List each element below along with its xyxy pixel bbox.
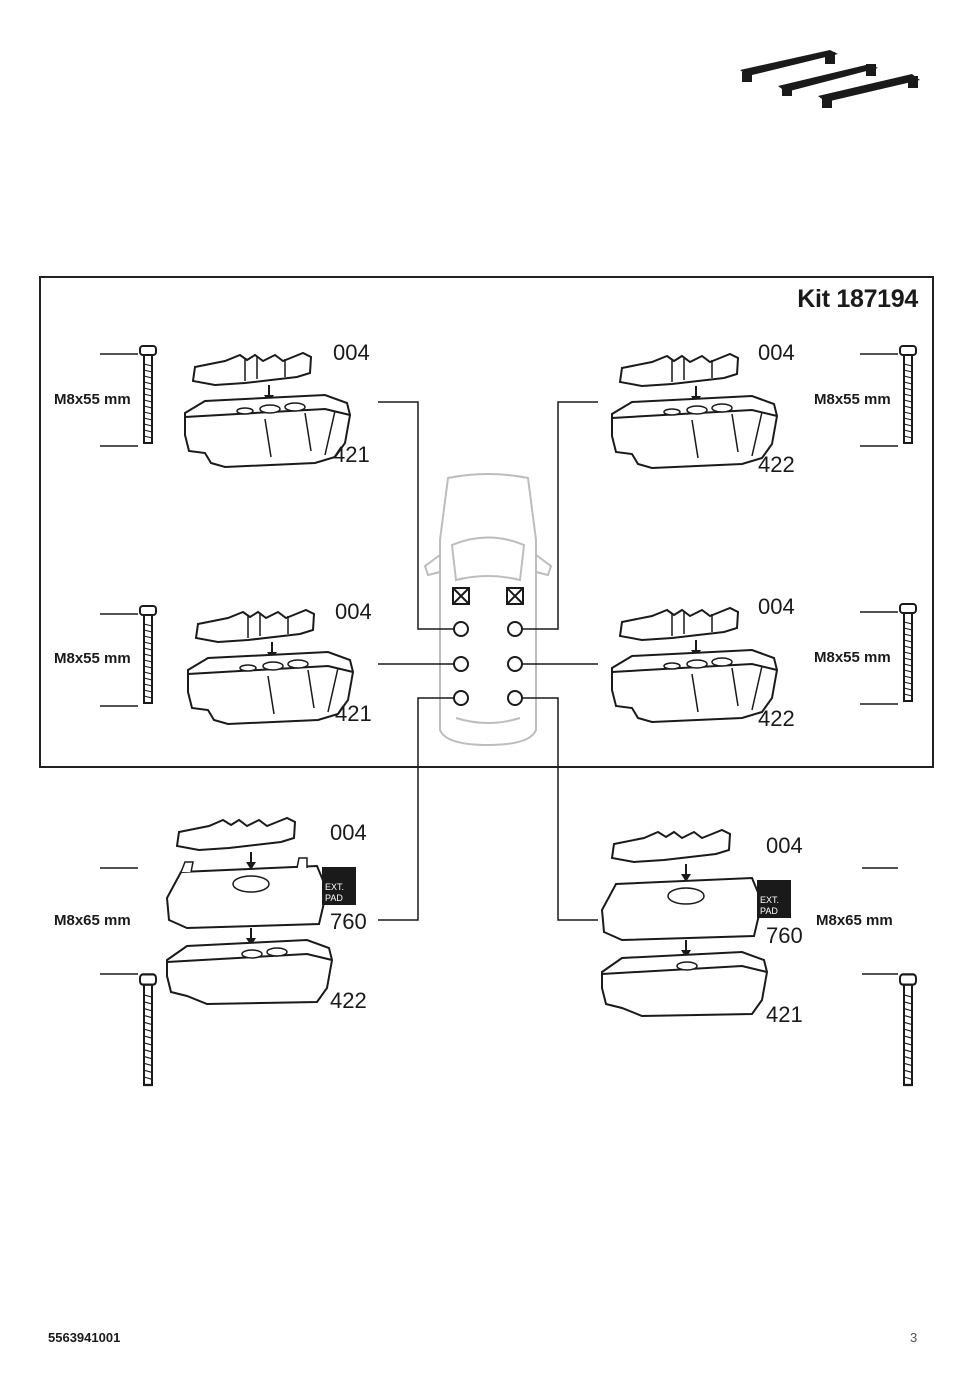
ext-pad-box-left — [322, 867, 356, 905]
foot-pack-front-right — [611, 353, 778, 469]
part-number-front-left-top: 004 — [333, 340, 370, 365]
part-number-mid-right-top: 004 — [758, 594, 795, 619]
part-number-mid-left-top: 004 — [335, 599, 372, 624]
crossed-positions — [452, 587, 524, 605]
ext-pad-box-right — [757, 880, 791, 918]
bolt-size-front-left: M8x55 mm — [54, 391, 131, 408]
part-number-rear-left-pad: 760 — [330, 909, 367, 934]
kit-title: Kit 187194 — [797, 285, 918, 313]
part-number-rear-right-pad: 760 — [766, 923, 803, 948]
part-number-mid-left-base: 421 — [335, 701, 372, 726]
bolt-front-right — [860, 345, 917, 447]
roof-rack-bars-icon — [740, 50, 920, 108]
ext-pad-label-left-line2: PAD — [325, 893, 343, 903]
kit-frame — [39, 276, 934, 768]
foot-pack-rear-left — [165, 816, 334, 1006]
part-number-rear-right-base: 421 — [766, 1002, 803, 1027]
ext-pad-label-left-line1: EXT. — [325, 882, 345, 892]
mount-points — [453, 621, 523, 706]
bolt-size-front-right: M8x55 mm — [814, 391, 891, 408]
bolt-mid-right — [860, 603, 917, 705]
bolt-size-mid-left: M8x55 mm — [54, 650, 131, 667]
ext-pad-label-right-line1: EXT. — [760, 895, 780, 905]
bolt-size-rear-right: M8x65 mm — [816, 912, 893, 929]
part-number-rear-right-top: 004 — [766, 833, 803, 858]
bolt-size-rear-left: M8x65 mm — [54, 912, 131, 929]
foot-pack-front-left — [184, 352, 351, 468]
bolt-mid-left — [100, 605, 157, 707]
bolt-rear-right — [862, 867, 918, 1087]
part-number-rear-left-base: 422 — [330, 988, 367, 1013]
car-top-view-icon — [423, 473, 553, 747]
bolt-rear-left — [100, 867, 158, 1087]
foot-pack-mid-left — [187, 609, 354, 725]
bolt-front-left — [100, 345, 157, 447]
ext-pad-label-right-line2: PAD — [760, 906, 778, 916]
part-number-rear-left-top: 004 — [330, 820, 367, 845]
document-number: 5563941001 — [48, 1330, 121, 1345]
foot-pack-rear-right — [600, 828, 769, 1018]
part-number-front-right-top: 004 — [758, 340, 795, 365]
leader-lines — [378, 401, 598, 921]
page-number: 3 — [910, 1330, 918, 1345]
part-number-mid-right-base: 422 — [758, 706, 795, 731]
part-number-front-left-base: 421 — [333, 442, 370, 467]
bolt-size-mid-right: M8x55 mm — [814, 649, 891, 666]
part-number-front-right-base: 422 — [758, 452, 795, 477]
foot-pack-mid-right — [611, 607, 778, 723]
